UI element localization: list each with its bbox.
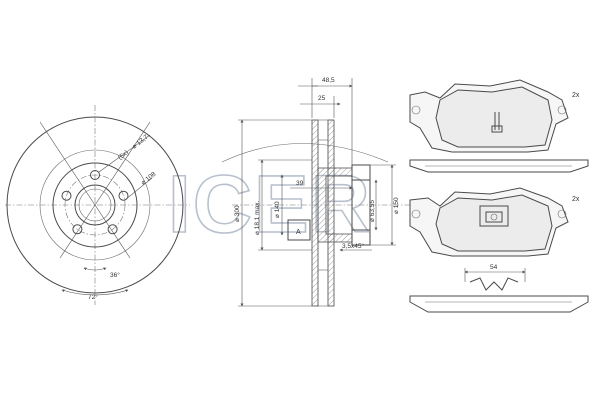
disc-outer-rim xyxy=(6,116,184,294)
bolt-holes xyxy=(61,170,129,235)
chamfer-label: 3,5x45° xyxy=(342,242,365,250)
hat-depth-label: 39 xyxy=(296,180,304,187)
upper-pad-friction xyxy=(435,86,553,148)
disc-hat-outer xyxy=(52,162,138,248)
wear-indicator-slot xyxy=(491,112,503,133)
bolt-hole xyxy=(72,224,83,235)
section-tag: A xyxy=(296,229,301,236)
disc-center-bore xyxy=(74,184,116,226)
rotor-inboard-face xyxy=(327,119,335,307)
disc-front-view: (5x) ⌀ 13,7 ⌀ 108 36° 72° xyxy=(5,105,190,305)
center-bore-label: ⌀ 63,55 xyxy=(369,200,376,222)
hat-height-label: 25 xyxy=(318,95,326,102)
total-height-label: 48,5 xyxy=(322,77,335,84)
angle-large-label: 72° xyxy=(88,293,98,301)
inner-diameter-label: ⌀ 140 xyxy=(274,201,281,218)
upper-pad-side xyxy=(409,159,589,173)
bolt-hole xyxy=(61,190,72,201)
section-tag-box xyxy=(287,219,311,241)
retaining-clip xyxy=(479,205,509,227)
lower-pad-friction xyxy=(435,194,553,252)
bolt-hole xyxy=(90,170,100,180)
disc-friction-inner xyxy=(39,149,151,261)
bolt-hole xyxy=(107,224,118,235)
min-thickness-label: ⌀ 18,1 max. xyxy=(254,201,261,235)
hat-diameter-label: ⌀ 150 xyxy=(393,197,400,214)
disc-section-view: A 48,5 25 ⌀ 300 ⌀ 18,1 max. ⌀ 140 39 ⌀ 6… xyxy=(232,77,410,307)
rotor-diameter-label: ⌀ 300 xyxy=(234,205,241,222)
pcd-label: ⌀ 108 xyxy=(140,171,158,187)
rotor-outboard-face xyxy=(311,119,319,307)
clip-width-label: 54 xyxy=(490,264,498,271)
pcd-circle xyxy=(64,174,126,236)
brake-pads: 2x 2x 54 xyxy=(409,79,589,313)
angle-small-label: 36° xyxy=(110,271,120,279)
lower-pad-qty: 2x xyxy=(572,196,580,203)
lower-pad-side xyxy=(409,295,589,313)
bolt-hole xyxy=(118,190,129,201)
clip-profile xyxy=(469,277,519,291)
upper-pad-qty: 2x xyxy=(572,92,580,99)
